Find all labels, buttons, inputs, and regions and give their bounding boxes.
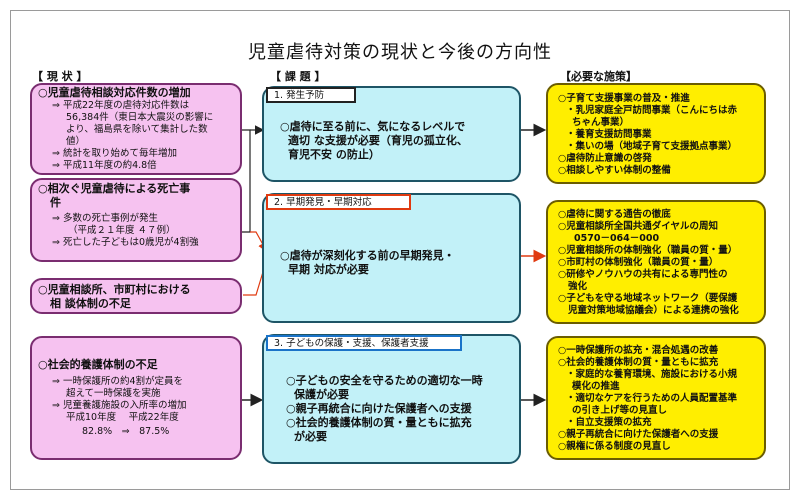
issue-box-2: ○虐待が深刻化する前の早期発見・ 早期 対応が必要	[262, 193, 521, 323]
current-3-heading: ○児童相談所、市町村における	[38, 283, 191, 296]
measure-3-line: ・適切なケアを行うための人員配置基準	[566, 393, 738, 404]
header-current: 【 現 状 】	[32, 70, 88, 83]
current-4-line: ⇒ 児童養護施設の入所率の増加	[52, 400, 187, 411]
current-box-2: ○相次ぐ児童虐待による死亡事 件 ⇒ 多数の死亡事例が発生 （平成２１年度 ４７…	[30, 178, 242, 262]
current-box-4: ○社会的養護体制の不足 ⇒ 一時保護所の約4割が定員を 超えて一時保護を実施 ⇒…	[30, 336, 242, 460]
issue-1-line: ○虐待に至る前に、気になるレベルで	[280, 120, 466, 133]
issue-1-tab: 1. 発生予防	[266, 87, 356, 103]
measure-2-line: ○研修やノウハウの共有による専門性の	[558, 269, 728, 280]
measure-box-3: ○一時保護所の拡充・混合処遇の改善 ○社会的養護体制の質・量ともに拡充 ・家庭的…	[546, 336, 766, 460]
issue-2-line: 早期 対応が必要	[288, 263, 369, 276]
issue-2-line: ○虐待が深刻化する前の早期発見・	[280, 249, 455, 262]
current-1-line: ⇒ 統計を取り始めて毎年増加	[52, 148, 177, 159]
current-3-heading: 相 談体制の不足	[50, 297, 131, 310]
measure-3-line: 模化の推進	[572, 381, 620, 392]
issue-3-line: 保護が必要	[294, 388, 349, 401]
issue-3-line: ○社会的養護体制の質・量ともに拡充	[286, 416, 472, 429]
measure-3-line: ○一時保護所の拡充・混合処遇の改善	[558, 345, 719, 356]
measure-1-line: ○子育て支援事業の普及・推進	[558, 93, 690, 104]
issue-box-1: ○虐待に至る前に、気になるレベルで 適切 な支援が必要（育児の孤立化、 育児不安…	[262, 86, 521, 182]
measure-3-line: ・家庭的な養育環境、施設における小規	[566, 369, 738, 380]
measure-2-line: 児童対策地域協議会）による連携の強化	[568, 305, 739, 316]
measure-2-line: ○市町村の体制強化（職員の質・量）	[558, 257, 719, 268]
issue-3-tab: 3. 子どもの保護・支援、保護者支援	[266, 335, 462, 351]
measure-1-line: ちゃん事業）	[572, 117, 630, 128]
measure-box-2: ○虐待に関する通告の徹底 ○児童相談所全国共通ダイヤルの周知 0570－064－…	[546, 200, 766, 324]
issue-1-line: 適切 な支援が必要（育児の孤立化、	[288, 134, 468, 147]
current-1-line: 56,384件（東日本大震災の影響に	[66, 112, 214, 123]
measure-2-line: ○子どもを守る地域ネットワーク（要保護	[558, 293, 738, 304]
measure-1-line: ・乳児家庭全戸訪問事業（こんにちは赤	[566, 105, 738, 116]
current-4-line: 超えて一時保護を実施	[66, 388, 161, 399]
header-issues: 【 課 題 】	[270, 70, 326, 83]
current-1-line: 値）	[66, 136, 86, 147]
measure-2-line: 0570－064－000	[574, 233, 660, 244]
issue-box-3: ○子どもの安全を守るための適切な一時 保護が必要 ○親子再統合に向けた保護者への…	[262, 334, 521, 464]
current-1-heading: ○児童虐待相談対応件数の増加	[38, 86, 191, 99]
issue-3-line: ○子どもの安全を守るための適切な一時	[286, 374, 483, 387]
measure-1-line: ・集いの場（地域子育て支援拠点事業）	[566, 141, 738, 152]
bracket-line	[242, 129, 251, 233]
measure-3-line: ○親子再統合に向けた保護者への支援	[558, 429, 719, 440]
current-4-line: ⇒ 一時保護所の約4割が定員を	[52, 376, 184, 387]
current-4-heading: ○社会的養護体制の不足	[38, 358, 158, 371]
current-1-line: より、福島県を除いて集計した数	[66, 124, 208, 135]
issue-1-line: 育児不安 の防止）	[288, 148, 380, 161]
current-4-line: 82.8% ⇒ 87.5%	[82, 426, 170, 437]
current-2-heading: 件	[50, 196, 61, 209]
measure-2-line: ○児童相談所全国共通ダイヤルの周知	[558, 221, 719, 232]
slide-title: 児童虐待対策の現状と今後の方向性	[248, 42, 552, 63]
measure-2-line: ○児童相談所の体制強化（職員の質・量）	[558, 245, 738, 256]
current-1-line: ⇒ 平成11年度の約4.8倍	[52, 160, 157, 171]
issue-2-tab: 2. 早期発見・早期対応	[266, 194, 411, 210]
current-1-line: ⇒ 平成22年度の虐待対応件数は	[52, 100, 190, 111]
current-box-3: ○児童相談所、市町村における 相 談体制の不足	[30, 278, 242, 314]
measure-box-1: ○子育て支援事業の普及・推進 ・乳児家庭全戸訪問事業（こんにちは赤 ちゃん事業）…	[546, 83, 766, 184]
current-2-line: ⇒ 死亡した子どもは0歳児が4割強	[52, 237, 199, 248]
current-2-line: ⇒ 多数の死亡事例が発生	[52, 213, 158, 224]
measure-1-line: ・養育支援訪問事業	[566, 129, 652, 140]
measure-1-line: ○相談しやすい体制の整備	[558, 165, 671, 176]
measure-2-line: 強化	[568, 281, 588, 292]
current-4-line: 平成10年度 平成22年度	[66, 412, 179, 423]
current-2-line: （平成２１年度 ４７例）	[68, 225, 176, 236]
current-box-1: ○児童虐待相談対応件数の増加 ⇒ 平成22年度の虐待対応件数は 56,384件（…	[30, 83, 242, 175]
measure-3-line: ・自立支援策の拡充	[566, 417, 652, 428]
measure-3-line: ○親権に係る制度の見直し	[558, 441, 671, 452]
measure-1-line: ○虐待防止意識の啓発	[558, 153, 652, 164]
header-measures: 【必要な施策】	[560, 70, 637, 83]
issue-3-line: が必要	[294, 430, 327, 443]
measure-3-line: の引き上げ等の見直し	[572, 405, 668, 416]
measure-3-line: ○社会的養護体制の質・量ともに拡充	[558, 357, 719, 368]
issue-3-line: ○親子再統合に向けた保護者への支援	[286, 402, 472, 415]
measure-2-line: ○虐待に関する通告の徹底	[558, 209, 671, 220]
current-2-heading: ○相次ぐ児童虐待による死亡事	[38, 182, 191, 195]
